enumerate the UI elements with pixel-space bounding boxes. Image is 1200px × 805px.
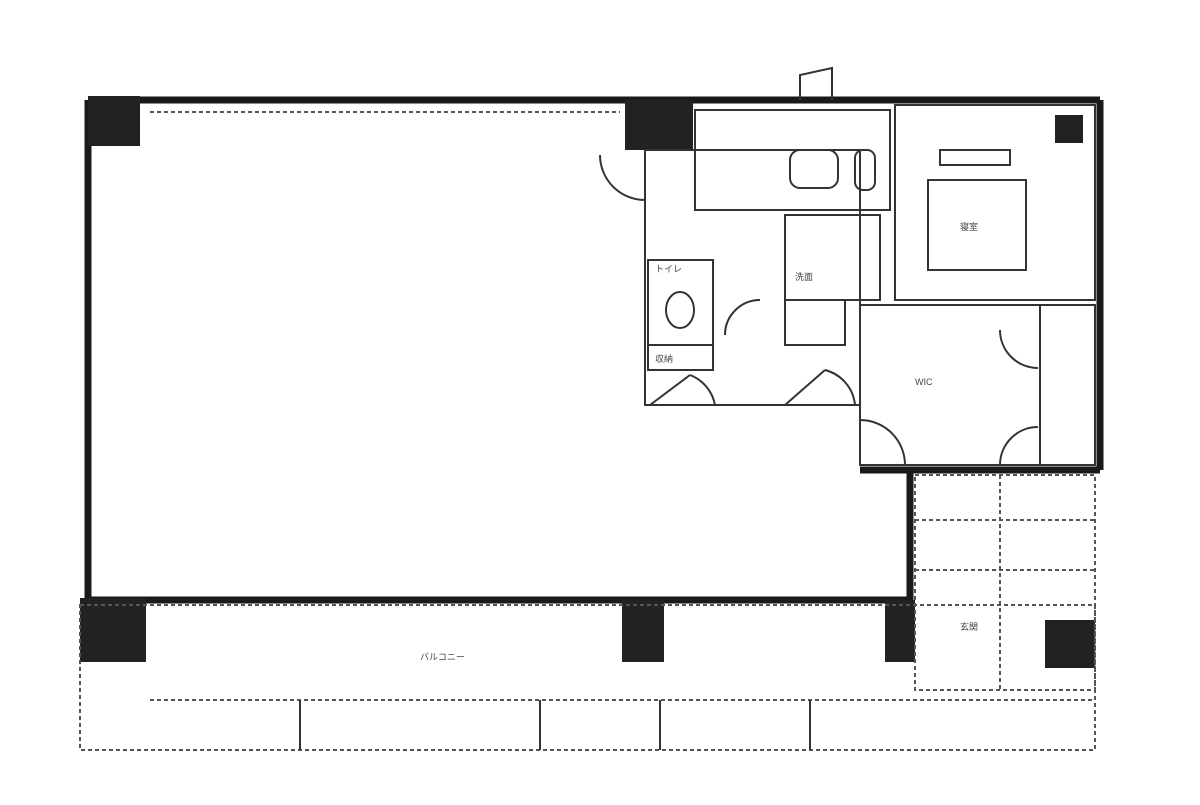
column-top-right xyxy=(1055,115,1083,143)
entrance-hatch xyxy=(914,474,1096,691)
wic-entry-door xyxy=(859,419,906,466)
toilet-fixture xyxy=(665,291,695,329)
bathtub xyxy=(789,149,839,189)
washbasin xyxy=(854,149,876,191)
bathroom xyxy=(694,109,891,211)
column-bottom-left xyxy=(80,598,146,662)
balcony: バルコニー xyxy=(79,604,1096,751)
closet-side xyxy=(1039,304,1096,466)
column-bottom-middle xyxy=(622,600,664,662)
bedroom-label: 寝室 xyxy=(960,221,978,232)
entrance-area: 玄関 xyxy=(914,474,1096,691)
storage-label: 収納 xyxy=(655,353,673,364)
toilet-label: トイレ xyxy=(655,264,682,274)
service-core: トイレ 洗面 収納 xyxy=(599,109,891,406)
storage-small xyxy=(784,299,846,346)
bedroom xyxy=(894,104,1096,301)
entry-door-swing xyxy=(599,154,646,201)
structural-columns xyxy=(80,96,1095,668)
entrance-label: 玄関 xyxy=(960,621,978,632)
headboard-shelf xyxy=(939,149,1011,166)
column-top-left xyxy=(88,96,140,146)
walk-in-closet xyxy=(859,304,1041,466)
linen-closet xyxy=(647,344,714,371)
core-block xyxy=(644,149,861,406)
washroom xyxy=(784,214,881,301)
bedroom-block: 寝室 WIC xyxy=(859,104,1096,466)
closet-door-swings xyxy=(999,329,1039,466)
bed xyxy=(927,179,1027,271)
column-bottom-right-a xyxy=(885,600,915,662)
column-top-middle xyxy=(625,100,693,150)
column-bottom-right-b xyxy=(1045,620,1095,668)
toilet-door-swing xyxy=(724,299,761,336)
balcony-outline xyxy=(79,604,1096,751)
core-door-swing-a xyxy=(649,374,716,406)
core-door-swing-b xyxy=(784,369,856,406)
exterior-vent xyxy=(799,66,833,100)
closet-label: WIC xyxy=(915,377,933,387)
washroom-label: 洗面 xyxy=(795,271,813,282)
balcony-label: バルコニー xyxy=(420,652,465,662)
